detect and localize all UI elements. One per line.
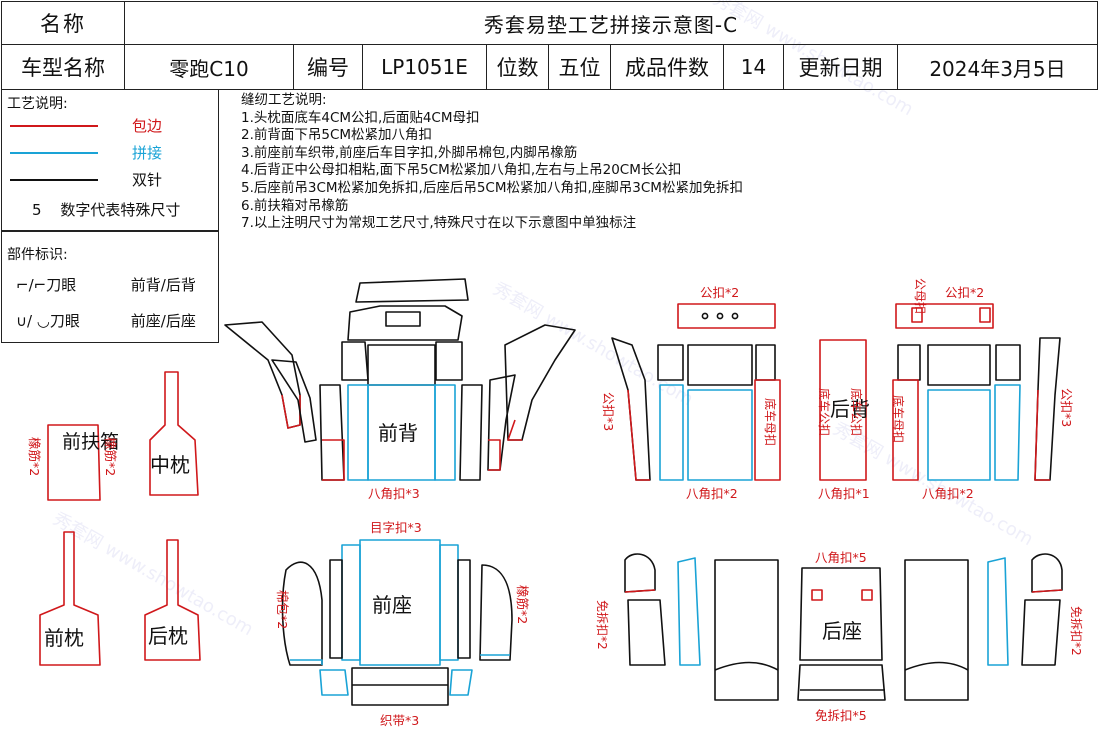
rs-top-note: 八角扣*5: [815, 550, 867, 565]
rb-side-right-note: 公扣*3: [1059, 388, 1074, 427]
parts-row-back: ⌐/⌐刀眼 前背/后背: [16, 274, 196, 295]
rear-pillow-label: 后枕: [148, 624, 188, 648]
rb-inner-mid-right-note: 底车公扣: [849, 388, 864, 436]
note-line: 4.后背正中公母扣相粘,面下吊5CM松紧加八角扣,左右与上吊20CM长公扣: [241, 162, 682, 179]
front-back-note: 八角扣*3: [368, 486, 420, 501]
legend-blue: 拼接: [10, 142, 162, 163]
front-pillow-label: 前枕: [44, 626, 84, 650]
name-label: 名称: [2, 2, 125, 44]
notch-seat-icon: ∪/ ◡刀眼: [16, 312, 80, 330]
rb-female-note: 公母扣: [913, 278, 927, 314]
rs-left-note: 免拆扣*2: [595, 600, 610, 650]
rear-back-label: 后背: [830, 397, 870, 421]
legend-red-label: 包边: [132, 117, 163, 135]
rb-bottom-mid-note: 八角扣*1: [818, 486, 870, 501]
front-back-label: 前背: [378, 421, 418, 445]
pieces-value: 14: [724, 45, 784, 89]
legend-blue-label: 拼接: [132, 144, 163, 162]
header-row-info: 车型名称 零跑C10 编号 LP1051E 位数 五位 成品件数 14 更新日期…: [1, 44, 1098, 90]
rb-bottom-right-note: 八角扣*2: [922, 486, 974, 501]
size-note: 5 数字代表特殊尺寸: [32, 199, 180, 220]
parts-back-desc: 前背/后背: [130, 276, 196, 294]
note-line: 6.前扶箱对吊橡筋: [241, 197, 349, 214]
rear-seat-group: [624, 553, 1063, 701]
mid-pillow-label: 中枕: [150, 453, 190, 477]
rb-bottom-left-note: 八角扣*2: [686, 486, 738, 501]
note-line: 5.后座前吊3CM松紧加免拆扣,后座后吊5CM松紧加八角扣,座脚吊3CM松紧加免…: [241, 179, 743, 196]
parts-title: 部件标识:: [7, 247, 68, 263]
armrest-label: 前扶箱: [62, 431, 119, 453]
watermark: 秀套网 www.showtao.com: [49, 508, 257, 641]
legend-black-label: 双针: [132, 171, 163, 189]
legend-title: 工艺说明:: [7, 96, 68, 112]
front-seat-group: [281, 539, 513, 706]
rs-bottom-note: 免拆扣*5: [815, 708, 867, 723]
rb-top-right-note: 公扣*2: [945, 285, 984, 300]
pieces-label: 成品件数: [611, 45, 724, 89]
armrest-left-note: 橡筋*2: [27, 437, 42, 476]
front-seat-bottom-note: 织带*3: [380, 713, 419, 728]
red-line-icon: [10, 124, 98, 127]
legend-red: 包边: [10, 115, 162, 136]
diagram-labels: 前背 八角扣*3 前座 目字扣*3 织带*3 棉包*2 橡筋*2 前扶箱 橡筋*…: [27, 278, 1084, 728]
rs-right-note: 免拆扣*2: [1069, 606, 1084, 656]
legend-black: 双针: [10, 169, 162, 190]
parts-seat-desc: 前座/后座: [130, 312, 196, 330]
note-line: 1.头枕面底车4CM公扣,后面贴4CM母扣: [241, 109, 480, 126]
rb-inner-right-note: 底车母扣: [891, 395, 906, 443]
front-seat-left-note: 棉包*2: [275, 590, 290, 629]
watermark: 秀套网 www.showtao.com: [489, 278, 697, 411]
date-label: 更新日期: [784, 45, 898, 89]
header-row-title: 名称 秀套易垫工艺拼接示意图-C: [1, 1, 1098, 45]
armrest-right-note: 橡筋*2: [103, 437, 118, 476]
parts-row-seat: ∪/ ◡刀眼 前座/后座: [16, 310, 196, 331]
date-value: 2024年3月5日: [929, 56, 1066, 81]
notch-back-icon: ⌐/⌐刀眼: [16, 276, 77, 294]
code-label: 编号: [294, 45, 363, 89]
legend-panel: 工艺说明: 包边 拼接 双针 5 数字代表特殊尺寸: [1, 89, 219, 231]
seats-value: 五位: [549, 45, 611, 89]
rb-inner-left-note: 底车母扣: [763, 398, 778, 446]
model-label: 车型名称: [2, 45, 125, 89]
seats-label: 位数: [487, 45, 549, 89]
front-seat-right-note: 橡筋*2: [515, 585, 530, 624]
rb-side-left-note: 公扣*3: [601, 392, 616, 431]
size-text: 数字代表特殊尺寸: [60, 201, 181, 219]
watermark: 秀套网 www.showtao.com: [829, 418, 1037, 551]
black-line-icon: [10, 178, 98, 181]
parts-panel: 部件标识: ⌐/⌐刀眼 前背/后背 ∪/ ◡刀眼 前座/后座: [1, 231, 219, 343]
rb-top-left-note: 公扣*2: [700, 285, 739, 300]
rear-back-group: [611, 303, 1061, 481]
front-seat-label: 前座: [372, 593, 412, 617]
model-value: 零跑C10: [125, 45, 294, 89]
notes-title: 缝纫工艺说明:: [241, 92, 327, 108]
rear-seat-label: 后座: [822, 619, 862, 643]
front-seat-top-note: 目字扣*3: [370, 520, 422, 535]
blue-line-icon: [10, 151, 98, 154]
note-line: 7.以上注明尺寸为常规工艺尺寸,特殊尺寸在以下示意图中单独标注: [241, 215, 637, 232]
front-back-group: [224, 278, 576, 481]
page-title: 秀套易垫工艺拼接示意图-C: [483, 12, 739, 37]
code-value: LP1051E: [363, 45, 487, 89]
sewing-notes: 缝纫工艺说明: 1.头枕面底车4CM公扣,后面贴4CM母扣 2.前背面下吊5CM…: [241, 92, 743, 233]
size-num: 5: [32, 201, 42, 219]
note-line: 2.前背面下吊5CM松紧加八角扣: [241, 127, 433, 144]
rb-inner-mid-left-note: 底车公扣: [817, 388, 832, 436]
armrest-pillow-group: [39, 371, 201, 666]
note-line: 3.前座前车织带,前座后车目字扣,外脚吊棉包,内脚吊橡筋: [241, 144, 578, 161]
